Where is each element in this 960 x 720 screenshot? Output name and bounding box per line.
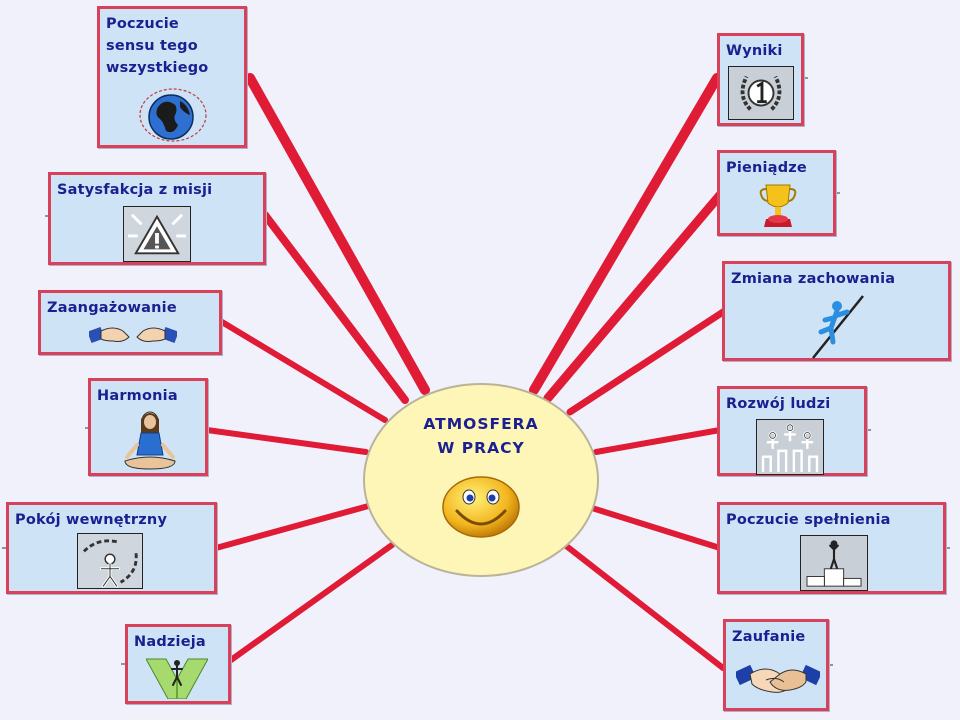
node-wyniki: Wyniki (717, 33, 804, 126)
node-label: Pokój wewnętrzny (15, 512, 168, 528)
label-line: sensu tego (106, 38, 198, 54)
node-label: Zaangażowanie (47, 300, 177, 316)
label-line: Poczucie (106, 16, 179, 32)
connector-pieniadze (543, 190, 725, 403)
node-harmonia: Harmonia (88, 378, 208, 476)
node-label: Satysfakcja z misji (57, 182, 213, 198)
person-on-path-icon (146, 655, 208, 699)
connector-satysfakcja (261, 211, 409, 404)
connector-nadzieja (228, 542, 395, 663)
node-spelnienie: Poczucie spełnienia (717, 502, 946, 594)
broken-chain-icon (77, 533, 143, 589)
meditating-woman-icon (121, 409, 179, 475)
node-nadzieja: Nadzieja (125, 624, 231, 704)
node-label: Poczucie spełnienia (726, 512, 891, 528)
node-label: Rozwój ludzi (726, 396, 831, 412)
handshake-icon (736, 650, 820, 706)
node-label: Zaufanie (732, 629, 806, 645)
node-zaangazowanie: Zaangażowanie (38, 290, 222, 355)
people-group-icon (756, 419, 824, 475)
connector-harmonia (204, 427, 369, 455)
label-line: wszystkiego (106, 60, 209, 76)
connector-zaufanie (562, 542, 726, 671)
node-zmiana: Zmiana zachowania (722, 261, 951, 361)
node-label: Zmiana zachowania (731, 271, 896, 287)
node-satysfakcja: Satysfakcja z misji (48, 172, 266, 265)
center-title: ATMOSFERA W PRACY (363, 412, 599, 460)
connector-zmiana (566, 308, 727, 416)
connector-spelnienie (589, 505, 723, 551)
node-label: Harmonia (97, 388, 178, 404)
node-rozwoj: Rozwój ludzi (717, 386, 867, 476)
node-zaufanie: Zaufanie (723, 619, 829, 711)
connector-poczucie-sensu (245, 73, 430, 395)
node-label: Wyniki (726, 43, 783, 59)
connector-zaangazowanie (219, 319, 388, 423)
node-label: Nadzieja (134, 634, 206, 650)
trophy-icon (758, 181, 798, 231)
node-pieniadze: Pieniądze (717, 150, 836, 236)
center-title-line2: W PRACY (437, 439, 525, 457)
connector-rozwoj (593, 427, 723, 455)
handshake-hands-icon (89, 321, 177, 349)
connector-pokoj (213, 502, 375, 551)
center-title-line1: ATMOSFERA (423, 415, 539, 433)
globe-icon (138, 85, 208, 143)
node-label: Pieniądze (726, 160, 807, 176)
smiley-icon (441, 475, 521, 539)
laurel-number-one-icon (728, 66, 794, 120)
node-poczucie-sensu: Poczucie sensu tego wszystkiego (97, 6, 247, 148)
center-ellipse (363, 383, 599, 577)
node-label: Poczucie sensu tego wszystkiego (106, 13, 240, 79)
node-pokoj: Pokój wewnętrzny (6, 502, 217, 594)
winner-podium-icon (800, 535, 868, 591)
climbing-person-icon (807, 292, 865, 360)
connector-wyniki (529, 73, 722, 395)
warning-triangle-icon (123, 206, 191, 262)
